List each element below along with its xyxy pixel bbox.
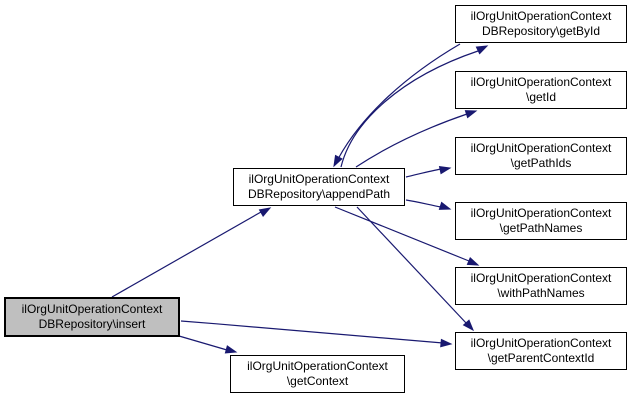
arrowhead-appendPath-to-getId [464,110,478,119]
node-label-line2: \getPathNames [499,221,583,235]
arrowhead-appendPath-to-getParentContextId [462,319,474,332]
arrowhead-appendPath-to-getPathIds [438,166,452,175]
node-label-line2: DBRepository\getById [481,24,601,38]
node-label-line1: ilOrgUnitOperationContext [247,359,388,373]
node-label-line1: ilOrgUnitOperationContext [470,206,612,220]
graph-node-getParentContextId[interactable]: ilOrgUnitOperationContext\getParentConte… [455,332,627,370]
graph-node-getPathNames[interactable]: ilOrgUnitOperationContext\getPathNames [455,202,627,240]
edge-insert-to-getContext [178,335,228,351]
arrowhead-insert-to-getParentContextId [440,338,453,348]
edge-appendPath-to-getId [355,113,468,168]
edge-appendPath-to-getById [340,50,479,168]
node-label-line1: ilOrgUnitOperationContext [470,141,612,155]
arrowhead-insert-to-getContext [224,345,238,354]
node-label-line1: ilOrgUnitOperationContext [470,271,612,285]
edge-appendPath-to-withPathNames [334,206,470,262]
node-label-line1: ilOrgUnitOperationContext [248,172,390,186]
node-label-line1: ilOrgUnitOperationContext [470,75,612,89]
edge-insert-to-appendPath [111,211,262,298]
edge-getById-to-appendPath [337,43,461,160]
edge-appendPath-to-getPathNames [405,199,442,208]
node-label-line2: DBRepository\appendPath [247,187,391,201]
node-label-line2: \getContext [286,374,349,388]
graph-node-getId[interactable]: ilOrgUnitOperationContext\getId [455,71,627,109]
arrowhead-appendPath-to-withPathNames [466,256,480,266]
arrowhead-appendPath-to-getPathNames [438,201,452,210]
arrowhead-appendPath-to-getById [475,45,489,55]
graph-node-getPathIds[interactable]: ilOrgUnitOperationContext\getPathIds [455,137,627,175]
edge-appendPath-to-getPathIds [405,168,442,178]
arrowhead-getById-to-appendPath [333,154,343,168]
edge-appendPath-to-getParentContextId [356,206,468,325]
node-label-line1: ilOrgUnitOperationContext [470,9,612,23]
node-label-line2: \getPathIds [510,156,572,170]
graph-node-getContext[interactable]: ilOrgUnitOperationContext\getContext [230,355,405,393]
graph-node-withPathNames[interactable]: ilOrgUnitOperationContext\withPathNames [455,267,627,305]
node-label-line2: \getParentContextId [487,351,595,365]
node-label-line1: ilOrgUnitOperationContext [21,302,163,316]
node-label-line2: \withPathNames [497,286,585,300]
node-label-line2: DBRepository\insert [38,317,146,331]
edge-insert-to-getParentContextId [180,320,444,344]
arrowhead-insert-to-appendPath [258,207,272,217]
node-label-line1: ilOrgUnitOperationContext [470,336,612,350]
node-label-line2: \getId [525,90,557,104]
